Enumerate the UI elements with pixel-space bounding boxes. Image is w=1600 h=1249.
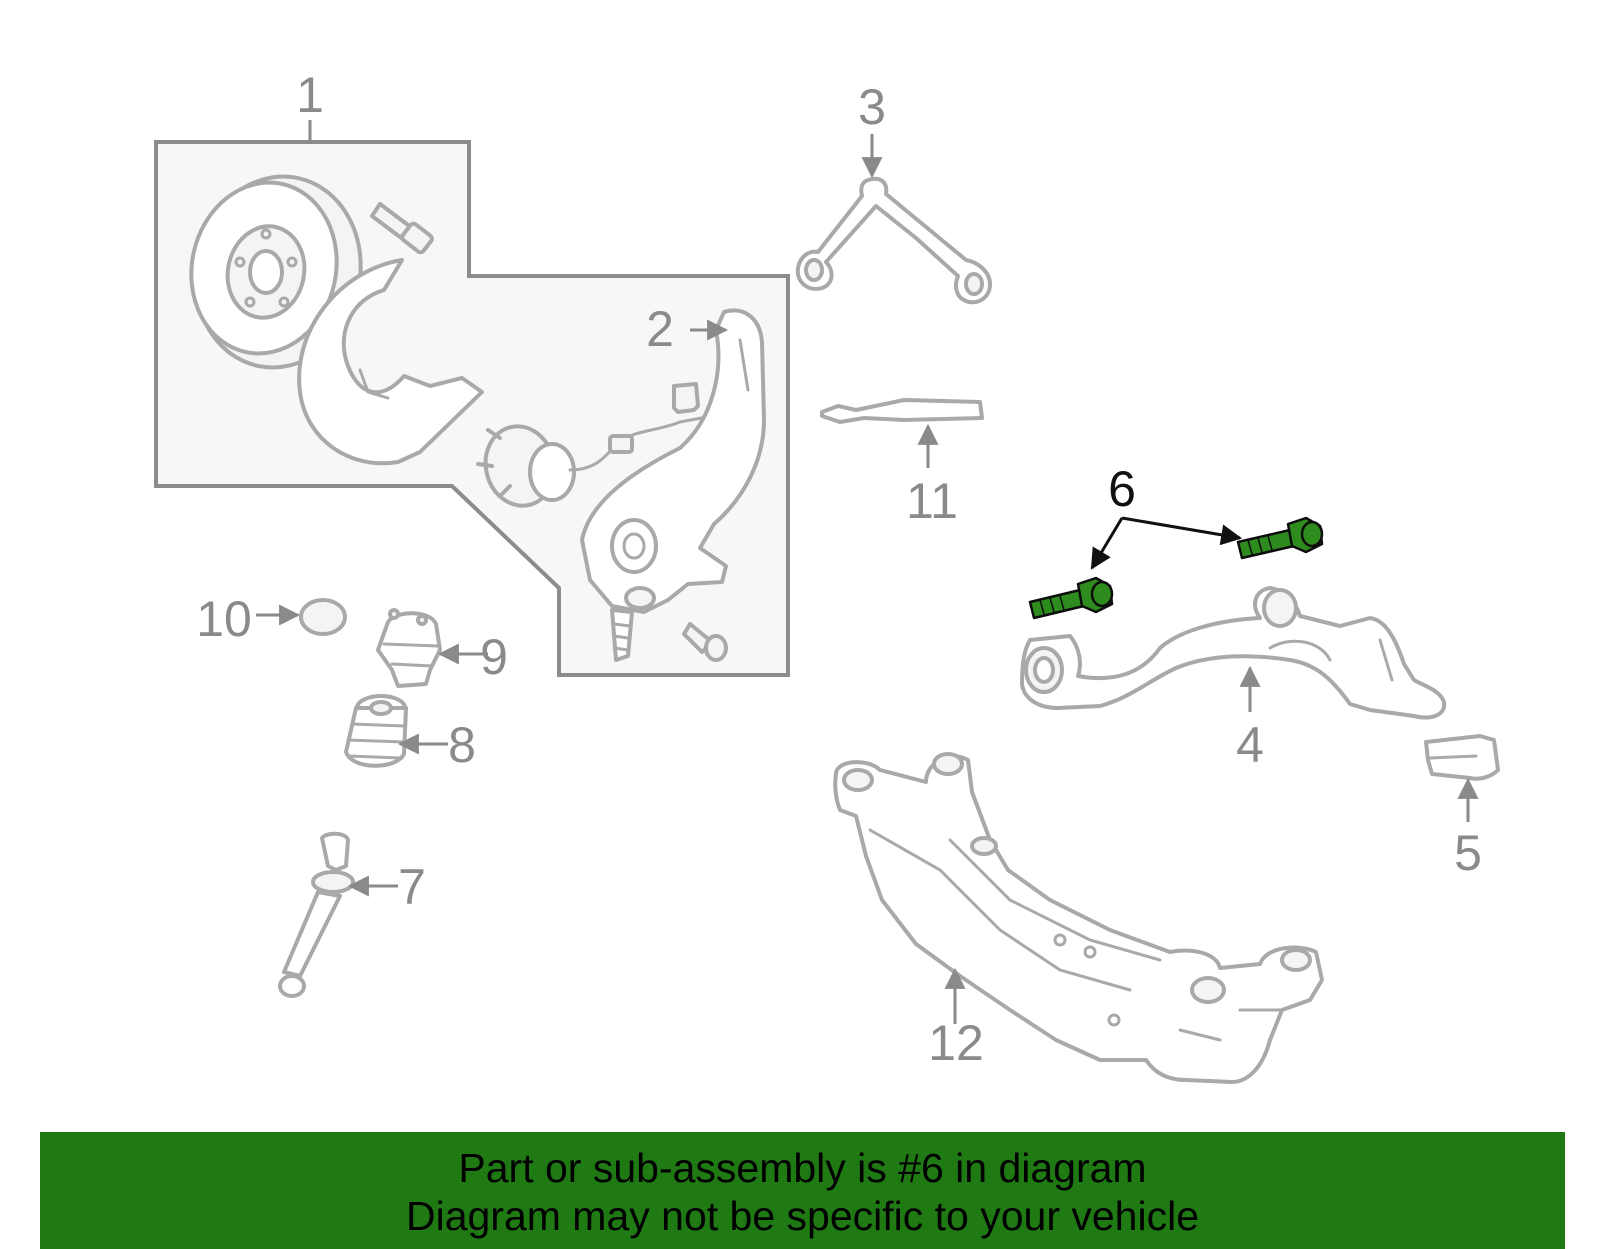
callout-10: 10	[196, 591, 252, 647]
crossmember	[833, 752, 1324, 1084]
bolt-6b	[1236, 516, 1324, 560]
ball-joint	[376, 608, 442, 688]
info-banner: Part or sub-assembly is #6 in diagram Di…	[40, 1132, 1565, 1249]
banner-line-2: Diagram may not be specific to your vehi…	[405, 1193, 1199, 1239]
callout-9: 9	[480, 629, 508, 685]
callout-6-arrow-b	[1121, 516, 1243, 546]
callout-12: 12	[928, 1015, 984, 1071]
splash-shield	[297, 258, 484, 466]
bolt-6a	[1028, 576, 1114, 620]
banner-line-1: Part or sub-assembly is #6 in diagram	[458, 1145, 1147, 1191]
upper-control-arm	[795, 176, 992, 305]
callout-1: 1	[296, 67, 324, 123]
lower-control-arm	[1020, 586, 1447, 720]
callout-6-arrow-a	[1090, 517, 1124, 570]
dust-cap	[299, 598, 347, 636]
hub-bearing	[476, 414, 714, 508]
callout-8: 8	[448, 717, 476, 773]
callout-2: 2	[646, 301, 674, 357]
callout-3: 3	[858, 79, 886, 135]
steering-knuckle	[580, 308, 766, 662]
knuckle-bolt	[682, 622, 728, 662]
knuckle-bushing	[672, 382, 700, 414]
splash-plate	[820, 398, 984, 424]
callout-6: 6	[1108, 461, 1136, 517]
callout-7: 7	[398, 859, 426, 915]
callout-11: 11	[906, 473, 958, 529]
callout-4: 4	[1236, 717, 1264, 773]
bump-stop	[344, 694, 408, 768]
rotor-bolt	[370, 202, 434, 255]
callout-5: 5	[1454, 825, 1482, 881]
stabilizer-link	[278, 831, 355, 998]
